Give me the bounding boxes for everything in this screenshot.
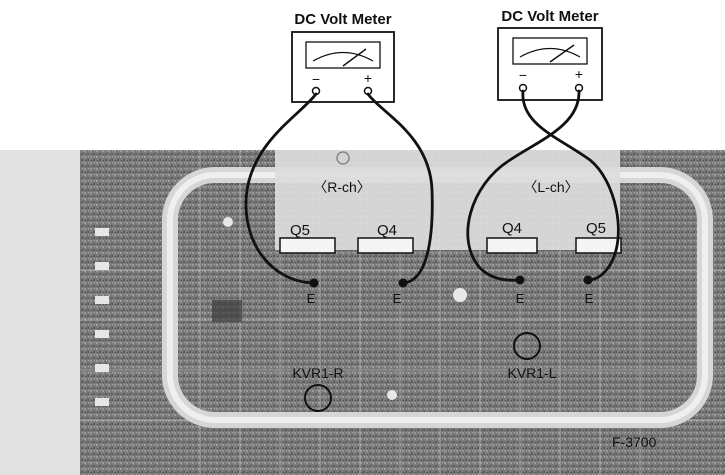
meter-scale bbox=[312, 52, 374, 62]
meter-title: DC Volt Meter bbox=[294, 11, 391, 28]
emitter-points: E E E E bbox=[307, 275, 594, 306]
edge-pads bbox=[95, 228, 109, 406]
l-ch-label: 〈L-ch〉 bbox=[523, 179, 578, 195]
figure-code: F-3700 bbox=[612, 434, 657, 450]
transistor-l-q5 bbox=[575, 237, 622, 254]
vr-left-marker bbox=[513, 332, 541, 360]
vr-left-label: KVR1-L bbox=[507, 365, 556, 381]
plus-sign: + bbox=[575, 66, 583, 82]
meter-left: DC Volt Meter − + bbox=[497, 8, 603, 101]
emitter-label: E bbox=[585, 291, 594, 306]
meter-needle bbox=[342, 48, 367, 67]
variable-resistors: KVR1-R KVR1-L bbox=[292, 332, 557, 412]
l-q5-label: Q5 bbox=[586, 220, 606, 237]
meter-right: DC Volt Meter − + bbox=[291, 11, 395, 103]
r-q4-label: Q4 bbox=[377, 222, 397, 239]
component bbox=[453, 288, 467, 302]
heat-sink bbox=[275, 150, 620, 250]
transistors: Q5 Q4 Q4 Q5 bbox=[279, 220, 622, 254]
emitter-label: E bbox=[393, 291, 402, 306]
vr-right-label: KVR1-R bbox=[292, 365, 343, 381]
plus-sign: + bbox=[364, 70, 372, 86]
emitter-label: E bbox=[516, 291, 525, 306]
screw-hole bbox=[336, 151, 350, 165]
meter-scale bbox=[519, 48, 581, 58]
meter-window bbox=[305, 41, 381, 69]
component bbox=[223, 217, 233, 227]
transistor-l-q4 bbox=[486, 237, 538, 254]
emitter-label: E bbox=[307, 291, 316, 306]
meter-needle bbox=[549, 44, 575, 63]
component bbox=[212, 300, 242, 322]
vr-right-marker bbox=[304, 384, 332, 412]
r-q5-label: Q5 bbox=[290, 222, 310, 239]
probe-wires bbox=[244, 89, 620, 285]
wire-r-minus bbox=[244, 92, 318, 285]
minus-sign: − bbox=[519, 67, 527, 83]
transistor-r-q4 bbox=[357, 237, 414, 254]
meter-title: DC Volt Meter bbox=[501, 8, 598, 25]
component bbox=[387, 390, 397, 400]
meter-window bbox=[512, 37, 588, 65]
transistor-r-q5 bbox=[279, 237, 336, 254]
wire-l-plus bbox=[466, 89, 581, 282]
minus-sign: − bbox=[312, 71, 320, 87]
board-edge bbox=[0, 150, 80, 475]
l-q4-label: Q4 bbox=[502, 220, 522, 237]
pcb-board bbox=[0, 150, 725, 475]
wire-r-plus bbox=[366, 92, 434, 285]
wire-l-minus bbox=[521, 89, 620, 282]
r-ch-label: 〈R-ch〉 bbox=[313, 179, 371, 195]
